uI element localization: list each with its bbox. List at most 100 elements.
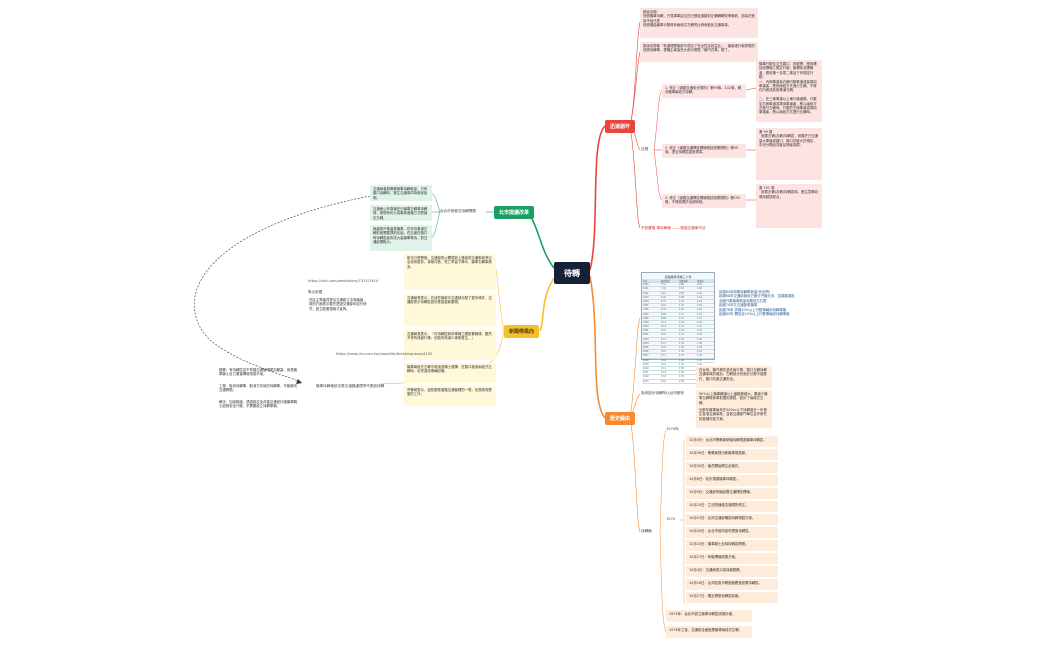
table-cell: 1.38 [697,341,702,345]
red-note-data: 數據出現： 信號機車待轉，只見車車搶位的已數從道路到左轉轉轉效率偏低，因為在數據… [640,8,758,38]
history-event: 10月27日：確定實施待轉區制度。 [686,592,778,603]
connector-red-n1 [629,21,641,127]
table-cell: 13.6 [661,375,666,379]
red-note-law3: 3. 修正《道路交通標誌標線號誌設置規則》第191條，不得設置於全部時相。 [662,194,746,208]
table-cell: 1990 [643,283,649,287]
table-cell: 1.30 [697,320,702,324]
table-cell: 0.95 [679,291,684,295]
yellow-url-2[interactable]: https://news.ltn.com.tw/news/life/breaki… [336,352,433,356]
table-cell: 10.9 [661,333,666,337]
orange-year-sub: 1970 [666,517,676,521]
table-cell: 1992 [643,291,649,295]
orange-table-note: 民國64年時期待轉車數量(安全問) 民國68年交通部與地方管行汽機分流，並擴展增… [719,290,795,317]
orange-bottom-2: 1976年之後，交通部全面推廣機車兩段式左轉。 [666,626,752,638]
table-cell: 10.4 [661,325,666,329]
table-cell: 1.53 [679,371,684,375]
connector-history-years [659,429,667,533]
red-bottom-line: 不設置機 車待轉格 —— 應能交通事不法 [641,226,706,230]
table-cell: 1.39 [679,350,684,354]
yellow-note-1: 新法已經實施，交通部長公開提到上路後的交通數據會比全臺灣更多。事故件數、死亡率皆… [404,254,496,290]
center-topic[interactable]: 待轉 [554,262,590,284]
table-cell: 1.36 [697,337,702,341]
table-cell: 1.55 [679,375,684,379]
orange-why-1: 在台灣，機汽車在過去兩行車，路口左轉待轉交通事故的增加，左轉部分的設計已經不能應… [696,366,772,388]
table-cell: 1.09 [679,308,684,312]
history-event: 10月10日：立法院通過交通規則修正。 [686,501,778,512]
connector-red [589,125,606,271]
table-cell: 9.33 [661,308,666,312]
history-event: 10月30日：議員開始關注此案件。 [686,462,778,473]
table-cell: 13.8 [661,379,666,383]
table-cell: 1.20 [697,304,702,308]
history-event: 10月27日：研擬標線設置方案。 [686,553,778,564]
yellow-url-1[interactable]: https://udn.com/news/story/7315/7414 [308,279,379,283]
history-event: 10月4日：交通局表示將持續觀察。 [686,566,778,577]
history-event: 10月26日：警察局提出新機車規劃案。 [686,449,778,460]
table-cell: 12.3 [661,354,666,358]
yellow-note-5: 機車兩段式左轉不能強迫騎士選擇，在路口使用兩段式左轉時，也會造成車輛回堵。 [404,363,496,383]
history-event: 10月20日：台北市政府宣布實施待轉區。 [686,527,778,538]
orange-why-2: 90%以上機車轉道以上道路都增大，要減少機車左轉時與車對撞的風險，設計了兩段式左… [696,390,772,406]
table-cell: 0.93 [679,287,684,291]
table-cell: 2010 [643,366,649,370]
table-cell: 2012 [643,375,649,379]
red-note-law1: 1. 修正《道路交通安全規則》第99條、102條，解決機車兩段式待轉。 [662,84,746,98]
table-cell: 0.89 [679,283,684,287]
table-cell: 1.44 [697,362,702,366]
table-cell: 13.4 [661,371,666,375]
yellow-policy-label: 機車待轉格依法應交道路處理會不應設待轉 [316,384,385,388]
table-cell: 1.47 [679,362,684,366]
branch-news[interactable]: 新聞帶風向 [504,325,540,338]
table-cell: 2008 [643,358,649,362]
yellow-note-6: 市警局表示，這些都是道路交通管理的一環，也是政府應做的工作。 [404,386,496,406]
yellow-left-2: 工程：取消待轉車，取消方向後的待轉車，不能解決交通問題。 [219,384,297,393]
orange-history-label: 待轉機 [641,529,652,533]
history-event: 10月6日：初步規劃機車待轉區。 [686,475,778,486]
table-cell: 2005 [643,346,649,349]
connector-red-n2 [629,51,641,127]
connector-yellow [539,277,555,332]
history-event: 10月9日：交通部研議設置交通標誌標線。 [686,488,778,499]
connector-law1 [653,89,663,151]
green-note-1: 交通局曾與警察局車待轉數量、只有路口待轉時，發生交通事件時數據說明。 [370,185,432,201]
table-cell: 1.33 [697,329,702,333]
yellow-note-4: 交通局長表示，『在待轉區和停車線之間設置線條，雖然不會有改變行車，但能有效減少事… [404,330,496,360]
branch-taipei-reform[interactable]: 北市提議改革 [494,206,535,219]
connector-history-bottom [659,531,667,633]
history-event: 10月4日：台北市警察局研議待轉規劃機車待轉區。 [686,436,778,447]
table-cell: 2011 [643,371,649,375]
table-cell: 2004 [643,341,649,345]
table-cell: 2000 [643,325,649,329]
table-cell: 7.51 [661,283,666,287]
table-cell: 11.8 [661,346,666,349]
orange-bottom-1: 1974年：台北市設立機車待轉區試辦計畫。 [666,610,752,622]
table-cell: 1.27 [679,333,684,337]
connector-law3 [653,149,663,201]
yellow-left-3: 解法：加強取締，透過設定及改善交通設計讓機車騎士能夠安全行駛，不需要設立待轉車格… [219,400,297,409]
table-cell: 2009 [643,362,649,366]
table-cell: 2002 [643,333,649,337]
table-cell: 1.05 [679,304,684,308]
table-cell: 1.41 [697,350,702,354]
branch-rapid-collapse[interactable]: 迅速崩坏 [605,120,636,133]
table-cell: 1994 [643,299,649,303]
branch-history[interactable]: 歷史緣由 [605,412,636,425]
table-cell: 2007 [643,354,649,358]
connector-orange-history [629,417,641,533]
green-note-2: 交通局公布專道在已機車左轉車待轉時，發現有約七成車導進路方式受偵定左轉。 [370,205,432,221]
table-cell: 8.72 [661,299,666,303]
table-cell: 12.0 [661,350,666,354]
connector-green [527,211,555,269]
table-cell: 1.33 [679,341,684,345]
table-cell: 1.58 [679,379,684,383]
relationship-arrow [296,379,302,384]
table-cell: 2006 [643,350,649,354]
connector-orange [589,275,606,419]
